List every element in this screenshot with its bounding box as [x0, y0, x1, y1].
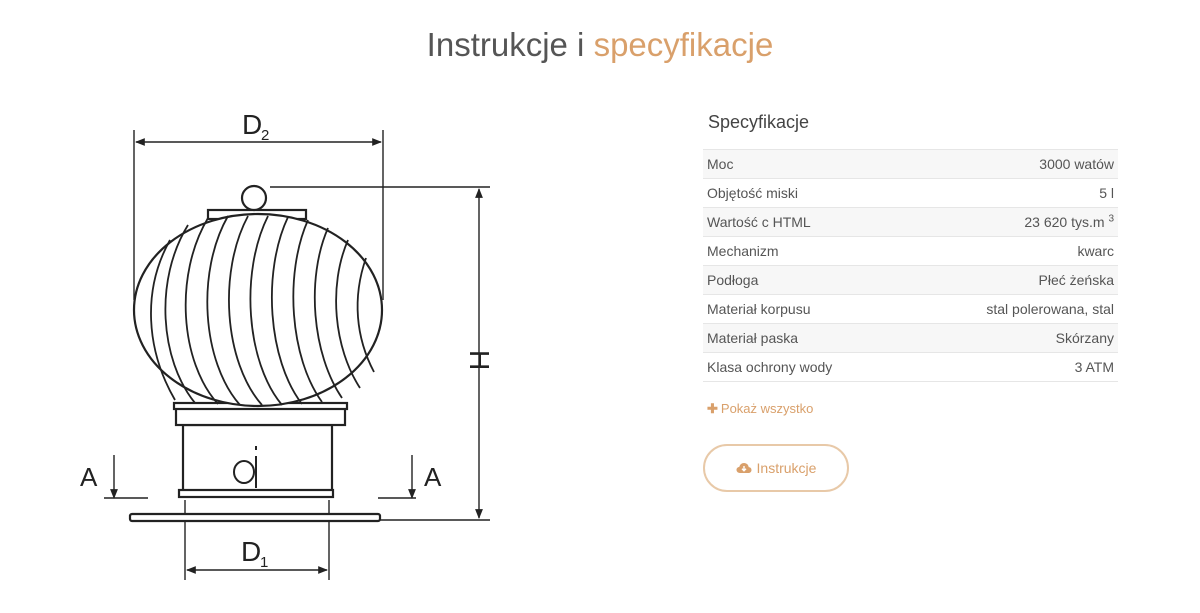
instructions-download-button[interactable]: Instrukcje [703, 444, 849, 492]
spec-label: Klasa ochrony wody [703, 352, 909, 382]
label-a-left: A [80, 462, 98, 492]
spec-label: Wartość c HTML [703, 207, 909, 237]
spec-value-text: 23 620 tys.m [1024, 214, 1105, 230]
spec-value-text: Skórzany [1055, 330, 1114, 346]
spec-value-text: 3 ATM [1074, 359, 1114, 375]
spec-row: Moc 3000 watów [703, 149, 1118, 179]
spec-value: 23 620 tys.m 3 [908, 207, 1118, 237]
spec-value: 3000 watów [908, 149, 1118, 179]
ventilator-technical-drawing: D 2 D 1 H A A [80, 109, 495, 580]
label-h: H [464, 350, 495, 370]
spec-label: Mechanizm [703, 236, 909, 266]
spec-value-text: 5 l [1099, 185, 1114, 201]
spec-row: Materiał paska Skórzany [703, 323, 1118, 353]
label-a-right: A [424, 462, 442, 492]
cloud-download-icon [736, 463, 752, 473]
page-title-main: Instrukcje i [426, 26, 585, 63]
instructions-button-label: Instrukcje [756, 460, 817, 476]
spec-label: Materiał paska [703, 323, 909, 353]
label-d2-subscript: 2 [261, 127, 269, 144]
spec-value-text: stal polerowana, stal [986, 301, 1114, 317]
spec-row: Podłoga Płeć żeńska [703, 265, 1118, 295]
spec-label: Materiał korpusu [703, 294, 909, 324]
specifications-title: Specyfikacje [708, 112, 810, 132]
label-d2: D [242, 109, 262, 140]
spec-value-superscript: 3 [1108, 213, 1114, 225]
spec-label: Podłoga [703, 265, 909, 295]
page-title: Instrukcje i specyfikacje [0, 26, 1200, 64]
spec-value-text: 3000 watów [1039, 156, 1114, 172]
spec-value: 5 l [908, 178, 1118, 208]
spec-value-text: Płeć żeńska [1038, 272, 1114, 288]
spec-value-text: kwarc [1077, 243, 1114, 259]
spec-value: stal polerowana, stal [908, 294, 1118, 324]
spec-row: Materiał korpusu stal polerowana, stal [703, 294, 1118, 324]
spec-row: Klasa ochrony wody 3 ATM [703, 352, 1118, 382]
spec-value: kwarc [908, 236, 1118, 266]
show-all-link[interactable]: ✚Pokaż wszystko [707, 401, 813, 417]
spec-value: 3 ATM [908, 352, 1118, 382]
spec-row: Objętość miski 5 l [703, 178, 1118, 208]
page-title-accent: specyfikacje [593, 26, 774, 63]
label-d1: D [241, 536, 261, 567]
label-d1-subscript: 1 [260, 554, 268, 571]
spec-row: Mechanizm kwarc [703, 236, 1118, 266]
spec-label: Moc [703, 149, 909, 179]
spec-label: Objętość miski [703, 178, 909, 208]
show-all-label: Pokaż wszystko [720, 401, 814, 416]
spec-value: Skórzany [908, 323, 1118, 353]
plus-icon: ✚ [707, 401, 718, 416]
spec-value: Płeć żeńska [908, 265, 1118, 295]
